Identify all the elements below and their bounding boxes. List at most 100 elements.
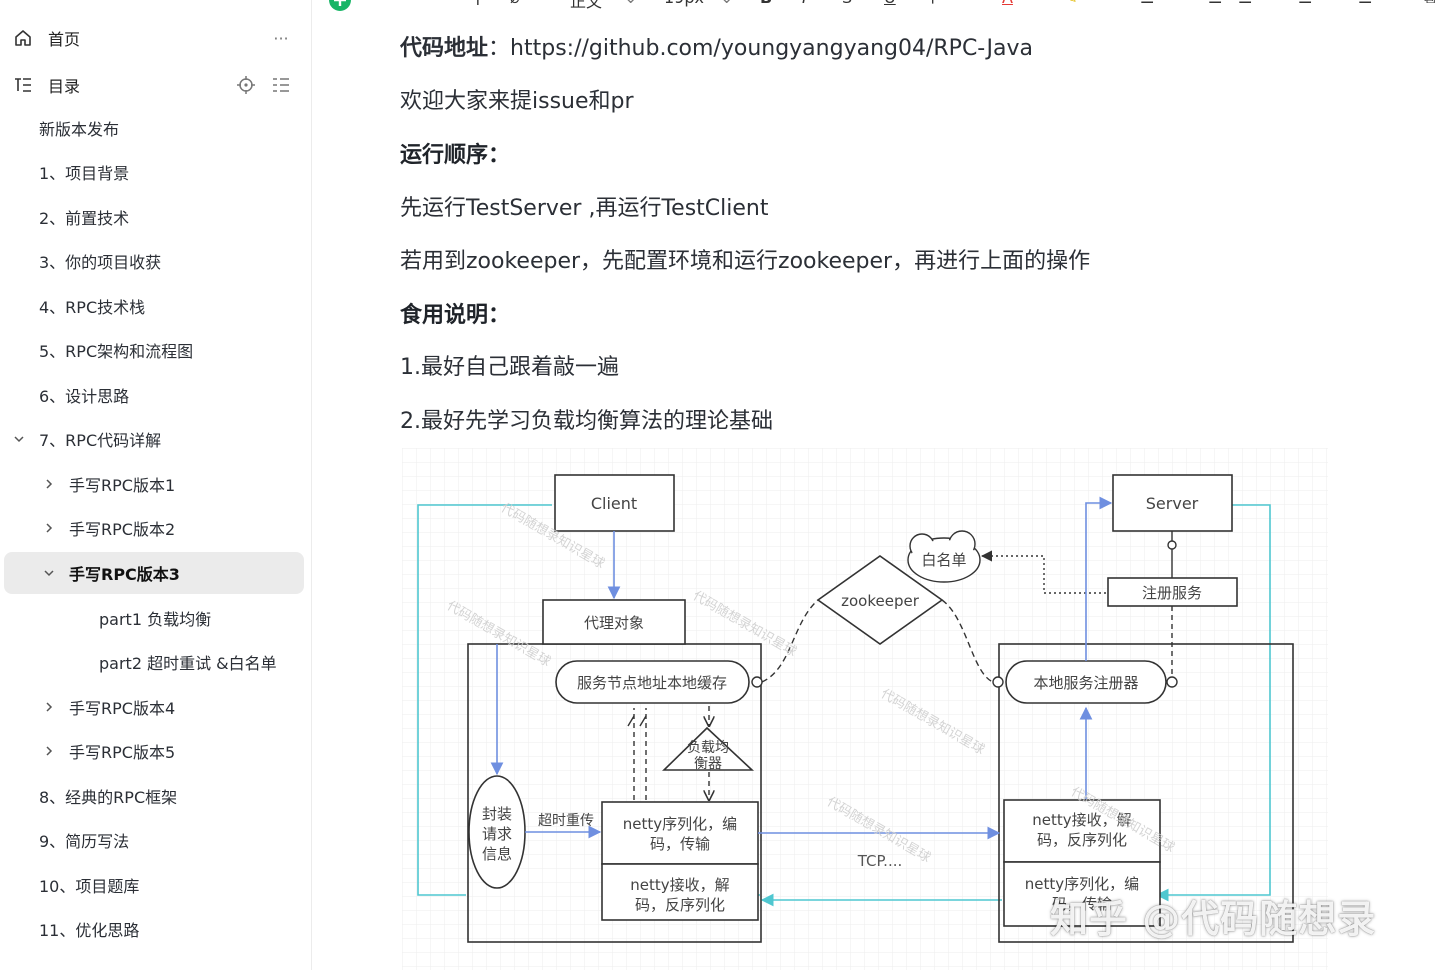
server-recv-label-1: netty接收，解 (1032, 811, 1131, 829)
code-icon[interactable]: ⊹ (926, 0, 939, 7)
repo-line: 代码地址：https://github.com/youngyangyang04/… (400, 30, 1033, 62)
chevron-right-icon[interactable] (42, 477, 56, 491)
clear-format-icon[interactable]: ⌀ (510, 0, 520, 7)
usage-step-1: 1.最好自己跟着敲一遍 (400, 355, 619, 380)
italic-icon[interactable]: I (802, 0, 807, 7)
toc-item[interactable]: 9、简历写法 (0, 819, 311, 861)
locate-icon[interactable] (235, 74, 257, 96)
cache-label: 服务节点地址本地缓存 (577, 674, 727, 692)
copy-icon[interactable]: ⧉ (1424, 0, 1435, 8)
toc-item[interactable]: 新版本发布 (0, 107, 311, 149)
server-recv-label-2: 码，反序列化 (1037, 831, 1127, 849)
underline-icon[interactable]: U (884, 0, 896, 7)
toc-item[interactable]: 10、项目题库 (0, 864, 311, 906)
chevron-down-icon[interactable]: ⌄ (624, 0, 637, 7)
toc-item[interactable]: 手写RPC版本4 (0, 686, 311, 728)
server-send-label-1: netty序列化，编 (1025, 875, 1139, 893)
chevron-right-icon[interactable] (42, 744, 56, 758)
toc-item-label: 5、RPC架构和流程图 (39, 342, 194, 361)
architecture-diagram: Client Server 代理对象 服务节点地址本地缓存 本地服务注册器 zo… (402, 448, 1328, 970)
timeout-retry-label: 超时重传 (538, 813, 594, 829)
toc-item-label: 手写RPC版本3 (69, 565, 180, 584)
chevron-down-icon[interactable] (42, 566, 56, 580)
toc-item[interactable]: part2 超时重试 &白名单 (0, 641, 311, 683)
toc-item[interactable]: 2、前置技术 (0, 196, 311, 238)
chevron-right-icon[interactable] (42, 700, 56, 714)
toc-item[interactable]: 8、经典的RPC框架 (0, 775, 311, 817)
client-send-label-2: 码，传输 (650, 835, 710, 853)
align-icon[interactable]: ☰ (1140, 0, 1154, 7)
home-nav[interactable]: 首页 ··· (0, 18, 311, 58)
toc-item-label: 手写RPC版本1 (69, 476, 176, 495)
repo-label: 代码地址 (400, 36, 489, 61)
toc-item[interactable]: 手写RPC版本3 (4, 552, 304, 594)
toc-item-label: 3、你的项目收获 (39, 253, 162, 272)
server-label: Server (1146, 494, 1199, 513)
style-select[interactable]: 正文 (570, 0, 603, 11)
chevron-right-icon[interactable] (42, 521, 56, 535)
toc-item[interactable]: 4、RPC技术栈 (0, 285, 311, 327)
toc-item[interactable]: 6、设计思路 (0, 374, 311, 416)
register-service-label: 注册服务 (1142, 584, 1202, 602)
encap-label-1: 封装 (482, 805, 512, 823)
toc-item[interactable]: 3、你的项目收获 (0, 240, 311, 282)
repo-sep: ： (488, 36, 511, 61)
local-registry-label: 本地服务注册器 (1033, 674, 1138, 692)
toc-header-label: 目录 (48, 77, 81, 96)
toc-item-label: 1、项目背景 (39, 164, 130, 183)
chevron-down-icon[interactable] (12, 432, 26, 446)
strikethrough-icon[interactable]: S (842, 0, 852, 7)
format-painter-icon[interactable]: ⚲ (472, 0, 484, 7)
client-label: Client (591, 494, 637, 513)
zhihu-watermark: 知乎 @代码随想录 (1050, 897, 1377, 941)
server-send-label-2: 码，传输 (1052, 895, 1112, 913)
load-balancer-label-1: 负载均 (687, 740, 729, 756)
toc-item-label: 2、前置技术 (39, 209, 130, 228)
chevron-down-icon[interactable]: ⌄ (720, 0, 733, 7)
server-box: Server (1112, 474, 1233, 532)
run-order-step-1: 先运行TestServer ,再运行TestClient (400, 196, 769, 221)
toc-item[interactable]: 7、RPC代码详解 (0, 418, 311, 460)
run-order-heading: 运行顺序： (400, 143, 511, 168)
toc-item-label: 9、简历写法 (39, 832, 130, 851)
client-box: Client (554, 474, 675, 532)
toc-item[interactable]: 5、RPC架构和流程图 (0, 329, 311, 371)
toc-item-label: 手写RPC版本5 (69, 743, 176, 762)
font-color-icon[interactable]: A (1002, 0, 1013, 7)
ordered-list-icon[interactable]: ☰ (1208, 0, 1222, 7)
toc-item-label: 4、RPC技术栈 (39, 298, 146, 317)
add-icon[interactable] (328, 0, 352, 16)
highlight-icon[interactable]: ✎ (1064, 0, 1077, 7)
redo-icon[interactable]: ↷ (424, 0, 437, 7)
font-size-select[interactable]: 19px (664, 0, 704, 7)
toc-item[interactable]: 11、优化思路 (0, 908, 311, 950)
toc-item-label: 10、项目题库 (39, 877, 140, 896)
usage-step-2: 2.最好先学习负载均衡算法的理论基础 (400, 409, 773, 434)
home-label: 首页 (48, 30, 81, 49)
client-send-label-1: netty序列化，编 (623, 815, 737, 833)
indent-icon[interactable]: ☰ (1298, 0, 1312, 7)
toc-item[interactable]: 手写RPC版本5 (0, 730, 311, 772)
toc-item[interactable]: 1、项目背景 (0, 151, 311, 193)
editor-toolbar: ↶ ↷ ⚲ ⌀ 正文 ⌄ 19px ⌄ B I S U ⊹ A ✎ ☰ ☰ ☰ … (312, 0, 1440, 12)
home-icon (12, 27, 34, 49)
bullet-list-icon[interactable]: ☰ (1238, 0, 1252, 7)
bold-icon[interactable]: B (760, 0, 772, 7)
line-height-icon[interactable]: ☰ (1358, 0, 1372, 7)
more-icon[interactable]: ··· (273, 28, 289, 48)
toc-item-label: 6、设计思路 (39, 387, 130, 406)
whitelist-label: 白名单 (921, 551, 966, 569)
toc-item-label: part2 超时重试 &白名单 (99, 654, 277, 673)
load-balancer-label-2: 衡器 (694, 756, 722, 772)
usage-heading: 食用说明： (400, 303, 511, 328)
toc-item[interactable]: 手写RPC版本1 (0, 463, 311, 505)
undo-icon[interactable]: ↶ (384, 0, 397, 7)
encap-label-2: 请求 (482, 825, 512, 843)
toc-item[interactable]: 手写RPC版本2 (0, 507, 311, 549)
repo-link[interactable]: https://github.com/youngyangyang04/RPC-J… (510, 36, 1033, 61)
collapse-list-icon[interactable] (270, 74, 292, 96)
toc-item[interactable]: part1 负载均衡 (0, 597, 311, 639)
zookeeper-label: zookeeper (841, 592, 920, 610)
sidebar: 首页 ··· 目录 新版本发布 1、项目背景 2、前置技术 3、你的项目收获 4、RPC… (0, 0, 312, 970)
toc-item-label: 手写RPC版本2 (69, 520, 176, 539)
